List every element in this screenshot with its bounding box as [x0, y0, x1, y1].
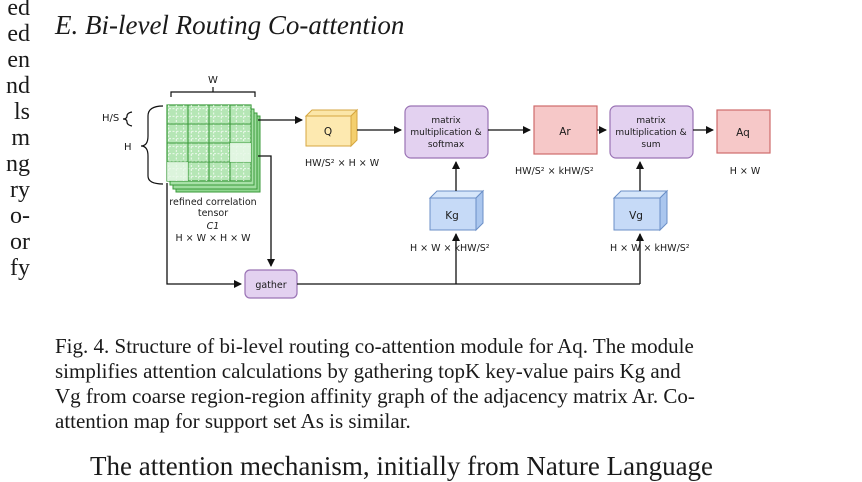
left-fragment: ed	[7, 0, 30, 21]
q-cube	[304, 108, 359, 148]
q-label: Q	[324, 126, 332, 138]
aq-dims: H × W	[730, 166, 761, 177]
matmul-softmax-line: matrix	[431, 116, 461, 126]
correlation-tensor	[166, 104, 261, 193]
vg-label: Vg	[629, 210, 643, 222]
ar-box	[533, 105, 598, 155]
left-fragment: fy	[10, 255, 30, 281]
aq-box	[716, 109, 771, 154]
kg-dims: H × W × kHW/S²	[410, 243, 490, 254]
figure-diagram: W H/S H refined correlation tensor C1 H …	[102, 75, 771, 299]
caption-line: Fig. 4. Structure of bi-level routing co…	[55, 334, 694, 358]
tensor-caption-line: C1	[207, 221, 220, 232]
label-h: H	[124, 142, 132, 153]
matmul-softmax-box	[404, 105, 489, 159]
left-fragment: ed	[7, 21, 30, 47]
vg-dims: H × W × kHW/S²	[610, 243, 690, 254]
left-fragment: o-	[10, 203, 30, 229]
label-hs: H/S	[102, 113, 119, 124]
vg-cube	[612, 189, 669, 232]
left-fragment: or	[10, 229, 30, 255]
section-heading: E. Bi-level Routing Co-attention	[55, 10, 405, 40]
ar-dims: HW/S² × kHW/S²	[515, 166, 594, 177]
ar-label: Ar	[559, 126, 571, 138]
tensor-caption-line: refined correlation	[169, 197, 256, 208]
caption-line: Vg from coarse region-region affinity gr…	[55, 384, 695, 408]
matmul-softmax-line: multiplication &	[410, 128, 481, 138]
hs-brace	[122, 111, 133, 127]
body-text-line: The attention mechanism, initially from …	[90, 451, 714, 481]
aq-label: Aq	[736, 127, 750, 139]
gather-label: gather	[255, 280, 286, 291]
q-dims: HW/S² × H × W	[305, 158, 380, 169]
left-fragment: m	[11, 125, 30, 151]
label-w: W	[208, 75, 218, 86]
left-fragment: ry	[10, 177, 30, 203]
tensor-caption-line: tensor	[198, 208, 228, 219]
tensor-caption-line: H × W × H × W	[175, 233, 251, 244]
matmul-sum-line: matrix	[636, 116, 666, 126]
left-fragment: nd	[6, 73, 30, 99]
w-brace	[170, 87, 256, 97]
matmul-sum-box	[609, 105, 694, 159]
caption-line: attention map for support set As is simi…	[55, 409, 411, 433]
figure-caption: Fig. 4. Structure of bi-level routing co…	[55, 334, 807, 434]
kg-label: Kg	[445, 210, 459, 222]
figure: W H/S H refined correlation tensor C1 H …	[102, 75, 771, 299]
kg-cube	[428, 189, 485, 232]
left-fragment: ng	[6, 151, 30, 177]
matmul-softmax-line: softmax	[428, 140, 465, 150]
left-fragment: ls	[13, 99, 30, 125]
caption-line: simplifies attention calculations by gat…	[55, 359, 681, 383]
matmul-sum-line: sum	[641, 140, 660, 150]
connector-arrows	[166, 116, 714, 288]
matmul-sum-line: multiplication &	[615, 128, 686, 138]
left-fragment: en	[7, 47, 30, 73]
h-brace	[140, 105, 164, 185]
